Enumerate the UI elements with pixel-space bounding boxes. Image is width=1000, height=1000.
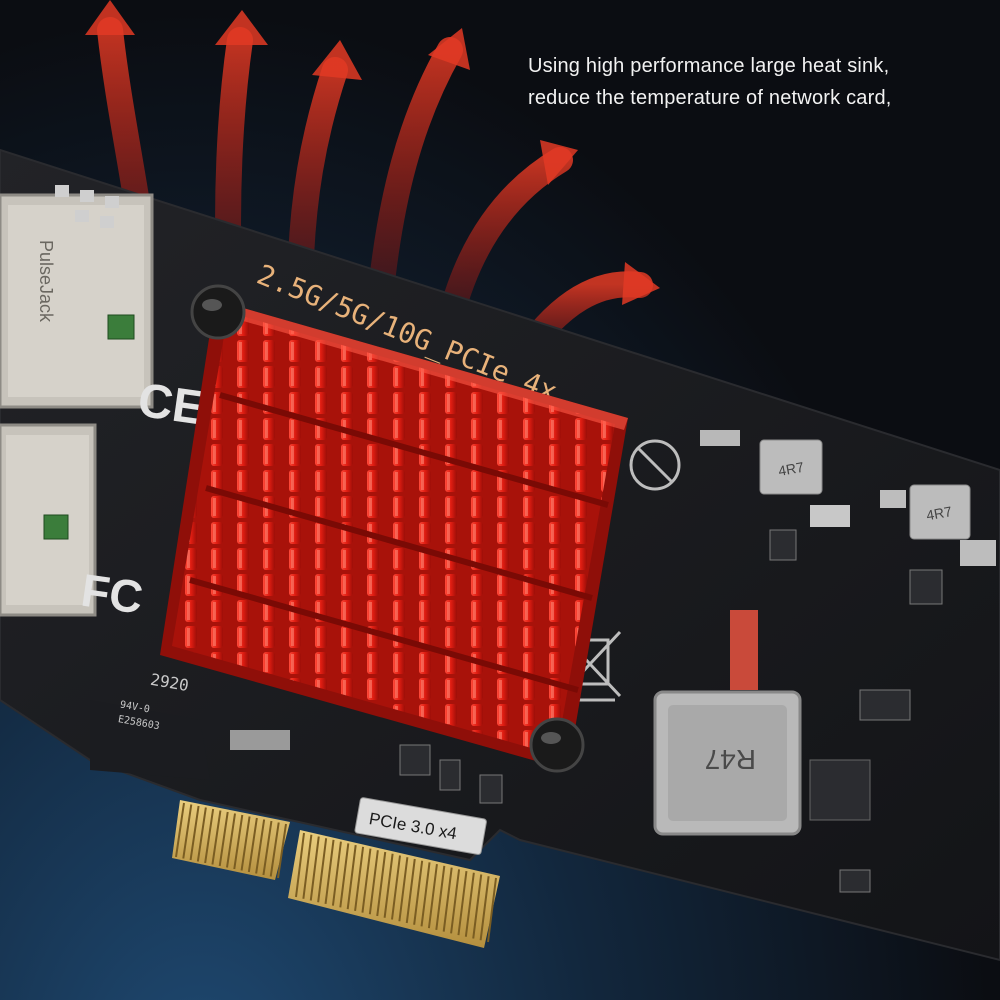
gold-finger-contact	[218, 811, 229, 867]
gold-finger-contact	[247, 817, 258, 873]
gold-finger-contact	[182, 804, 193, 859]
pb-free-icon	[629, 439, 681, 491]
standoff-post-1	[190, 284, 246, 340]
rj45-port-1: PulseJack	[0, 193, 154, 409]
gold-finger-contact	[240, 816, 251, 871]
gold-finger-contact	[457, 870, 468, 936]
gold-finger-contact	[317, 838, 328, 903]
gold-finger-contact	[339, 843, 350, 908]
gold-finger-contact	[175, 802, 185, 858]
pcb-components	[230, 430, 996, 893]
gold-finger-contact	[472, 874, 483, 939]
gold-finger-lines	[175, 802, 497, 943]
gold-finger-contact	[346, 844, 357, 910]
gold-finger-contact	[427, 864, 438, 929]
gold-finger-contact	[233, 814, 244, 870]
caption-line-1: Using high performance large heat sink,	[528, 55, 890, 77]
gold-finger-contact	[302, 834, 313, 899]
pcb-bracket-tab	[90, 700, 210, 780]
smd-pads-top	[55, 185, 119, 228]
gold-finger-contact	[189, 805, 200, 861]
heat-arrow-heads	[85, 0, 660, 305]
gold-finger-contact	[309, 836, 320, 901]
gold-finger-contact	[383, 853, 394, 918]
inductor-small-2: 4R7	[909, 484, 971, 540]
gold-finger-contact	[269, 822, 280, 877]
fcc-mark: FC	[78, 564, 146, 624]
gold-finger-contact	[376, 851, 387, 917]
rj45-port-2	[0, 423, 97, 617]
gold-finger-contact	[435, 865, 446, 931]
gold-finger-contact	[420, 862, 431, 927]
caption: Using high performance large heat sink, …	[528, 50, 988, 114]
gold-finger-contact	[204, 808, 215, 864]
gold-finger-contact	[211, 810, 222, 865]
inductor-small-1: 4R7	[759, 439, 823, 495]
gold-finger-contact	[255, 819, 266, 874]
gold-finger-contact	[196, 807, 207, 862]
inductor-big: R47	[653, 690, 802, 836]
inductor-big-label: R47	[705, 744, 756, 775]
heat-sink-grooves	[189, 392, 609, 693]
gold-finger-contact	[405, 858, 416, 924]
gold-finger-contact	[398, 857, 409, 922]
gold-finger-contact	[295, 832, 305, 898]
gold-finger-contact	[450, 869, 461, 934]
gold-finger-contact	[464, 872, 475, 937]
inductor-small-label: 4R7	[777, 459, 805, 479]
gold-finger-contact	[277, 823, 287, 879]
gold-finger-contact	[413, 860, 424, 925]
pcie-gold-fingers-long	[288, 830, 500, 948]
gold-finger-contact	[391, 855, 401, 920]
gold-finger-contact	[361, 848, 372, 913]
gold-finger-contact	[262, 820, 273, 876]
heat-sink	[160, 284, 628, 773]
gold-finger-contact	[368, 850, 379, 915]
gold-finger-contact	[442, 867, 453, 932]
jack-brand-label: PulseJack	[36, 240, 56, 323]
standoff-post-2	[529, 717, 585, 773]
gold-finger-contact	[354, 846, 365, 911]
gold-finger-contact	[479, 876, 490, 941]
gold-finger-contact	[487, 877, 497, 943]
gold-finger-contact	[226, 813, 236, 868]
inductor-small-label-2: 4R7	[925, 503, 953, 523]
pcie-sticker: PCIe 3.0 x4	[354, 797, 487, 855]
caption-line-2: reduce the temperature of network card,	[528, 87, 892, 109]
ul-code: 94V-0	[119, 699, 151, 715]
gold-finger-contact	[331, 841, 342, 906]
gold-finger-contact	[324, 839, 335, 905]
